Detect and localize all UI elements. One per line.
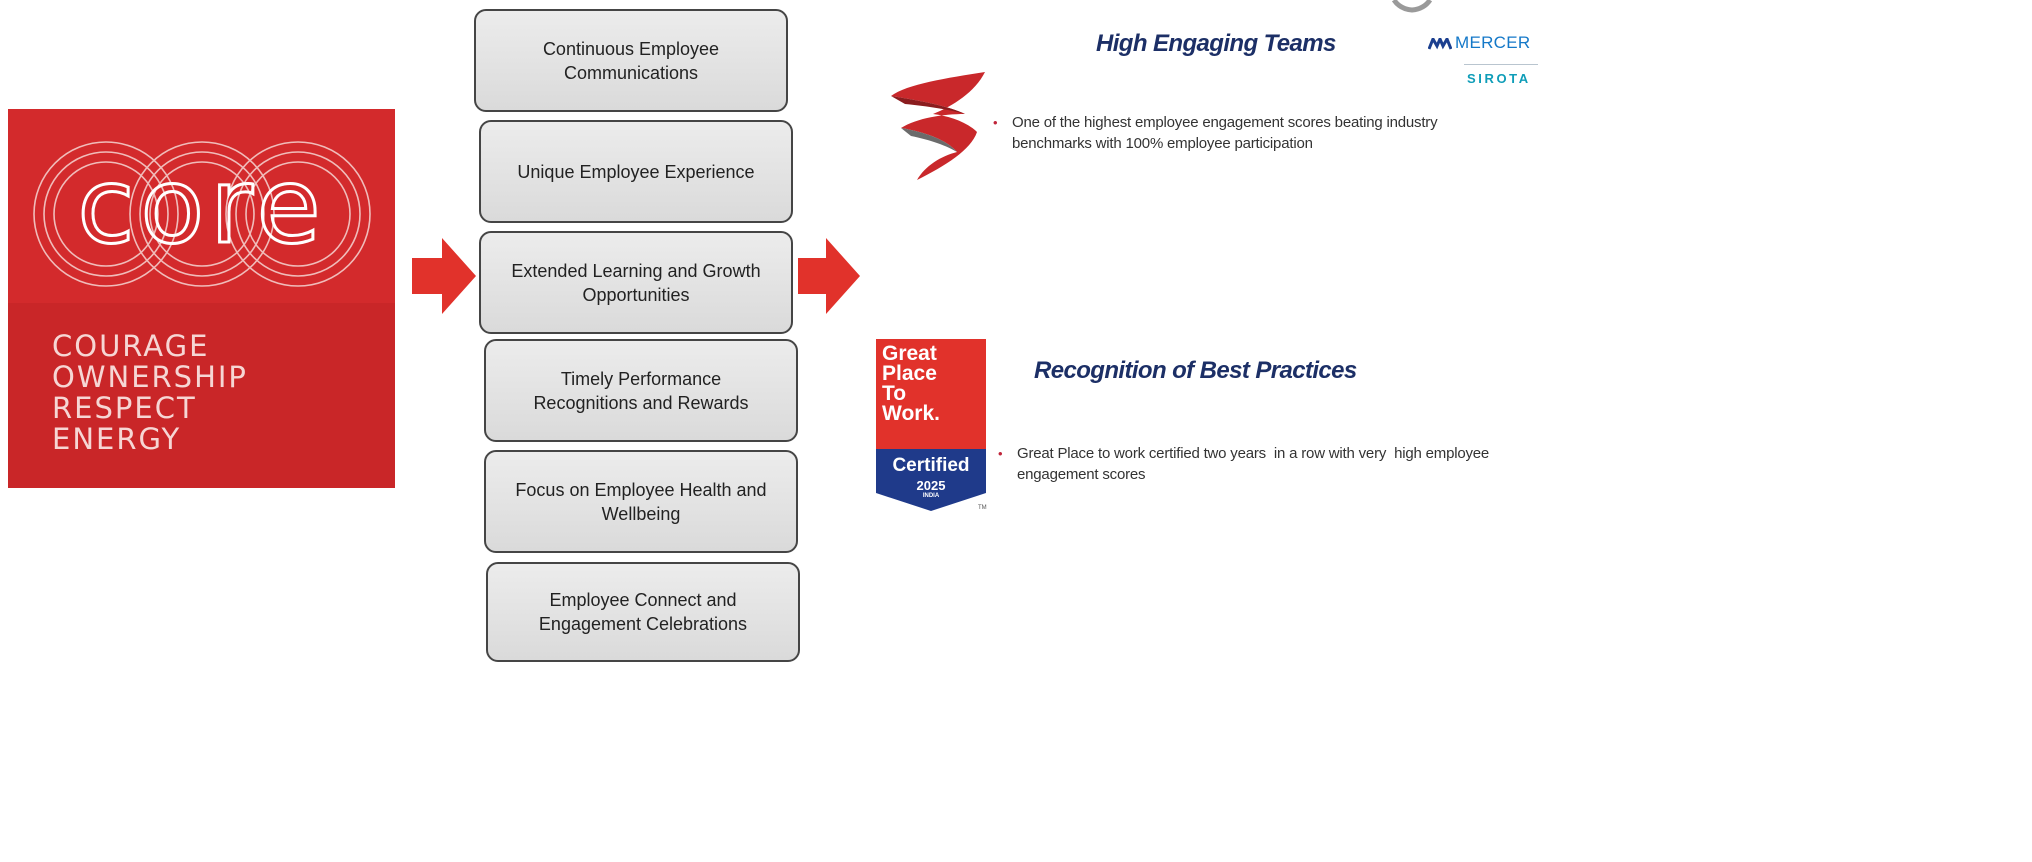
corner-logo-fragment	[1391, 0, 1433, 13]
step-label: Timely Performance Recognitions and Rewa…	[533, 368, 749, 413]
step-box: Extended Learning and Growth Opportuniti…	[479, 231, 793, 334]
mercer-logo-line1: MERCER	[1455, 33, 1531, 52]
arrow-right-icon	[412, 238, 476, 314]
bullet-teams-text: One of the highest employee engagement s…	[1012, 114, 1438, 152]
core-value-courage: COURAGE	[52, 329, 210, 363]
gptw-badge-words: Great Place To Work.	[882, 342, 940, 425]
step-label: Employee Connect and Engagement Celebrat…	[538, 590, 748, 634]
core-values-panel: core COURAGE OWNERSHIP RESPECT ENERGY	[8, 109, 395, 488]
mercer-sirota-logo: MERCER SIROTA	[1428, 30, 1544, 90]
gptw-badge-shield	[876, 449, 986, 511]
core-logo-word: core	[77, 145, 326, 267]
core-values-list: COURAGE OWNERSHIP RESPECT ENERGY	[52, 331, 248, 455]
bullet-teams: • One of the highest employee engagement…	[993, 112, 1512, 154]
core-value-respect: RESPECT	[52, 391, 197, 425]
mercer-logo-line2: SIROTA	[1467, 71, 1531, 86]
gptw-trademark: TM	[978, 505, 987, 511]
core-panel-lower-band	[8, 303, 395, 488]
step-box: Unique Employee Experience	[479, 120, 793, 223]
core-value-ownership: OWNERSHIP	[52, 360, 248, 394]
arrow-right-icon	[798, 238, 860, 314]
gptw-word: Great	[882, 342, 937, 365]
gptw-word: To	[882, 382, 907, 405]
core-value-energy: ENERGY	[52, 422, 182, 456]
gptw-certified: Certified	[892, 455, 970, 476]
gptw-word: Place	[882, 362, 937, 385]
step-box: Timely Performance Recognitions and Rewa…	[484, 339, 798, 442]
step-label: Extended Learning and Growth Opportuniti…	[511, 260, 761, 305]
step-label: Focus on Employee Health and Wellbeing	[515, 479, 767, 524]
bullet-recognition-text: Great Place to work certified two years …	[1017, 445, 1494, 483]
step-label: Continuous Employee Communications	[542, 38, 720, 83]
step-box: Focus on Employee Health and Wellbeing	[484, 450, 798, 553]
step-box: Continuous Employee Communications	[474, 9, 788, 112]
gptw-country: INDIA	[922, 493, 940, 499]
ribbon-logo-icon	[891, 72, 985, 180]
bullet-dot-icon: •	[993, 115, 998, 130]
great-place-to-work-badge: Great Place To Work. Certified 2025 INDI…	[876, 339, 987, 511]
bullet-dot-icon: •	[998, 446, 1003, 461]
heading-recognition-best-practices: Recognition of Best Practices	[1034, 357, 1357, 384]
bullet-recognition: • Great Place to work certified two year…	[998, 443, 1547, 485]
step-label: Unique Employee Experience	[517, 161, 755, 182]
gptw-badge-top	[876, 339, 986, 449]
heading-high-engaging-teams: High Engaging Teams	[1096, 30, 1336, 57]
gptw-word: Work.	[882, 402, 940, 425]
step-box: Employee Connect and Engagement Celebrat…	[486, 562, 800, 662]
gptw-year: 2025	[916, 478, 946, 493]
mercer-mark-icon	[1428, 38, 1452, 50]
core-logo-rings: core	[33, 141, 371, 287]
mercer-logo-rule	[1464, 64, 1538, 65]
